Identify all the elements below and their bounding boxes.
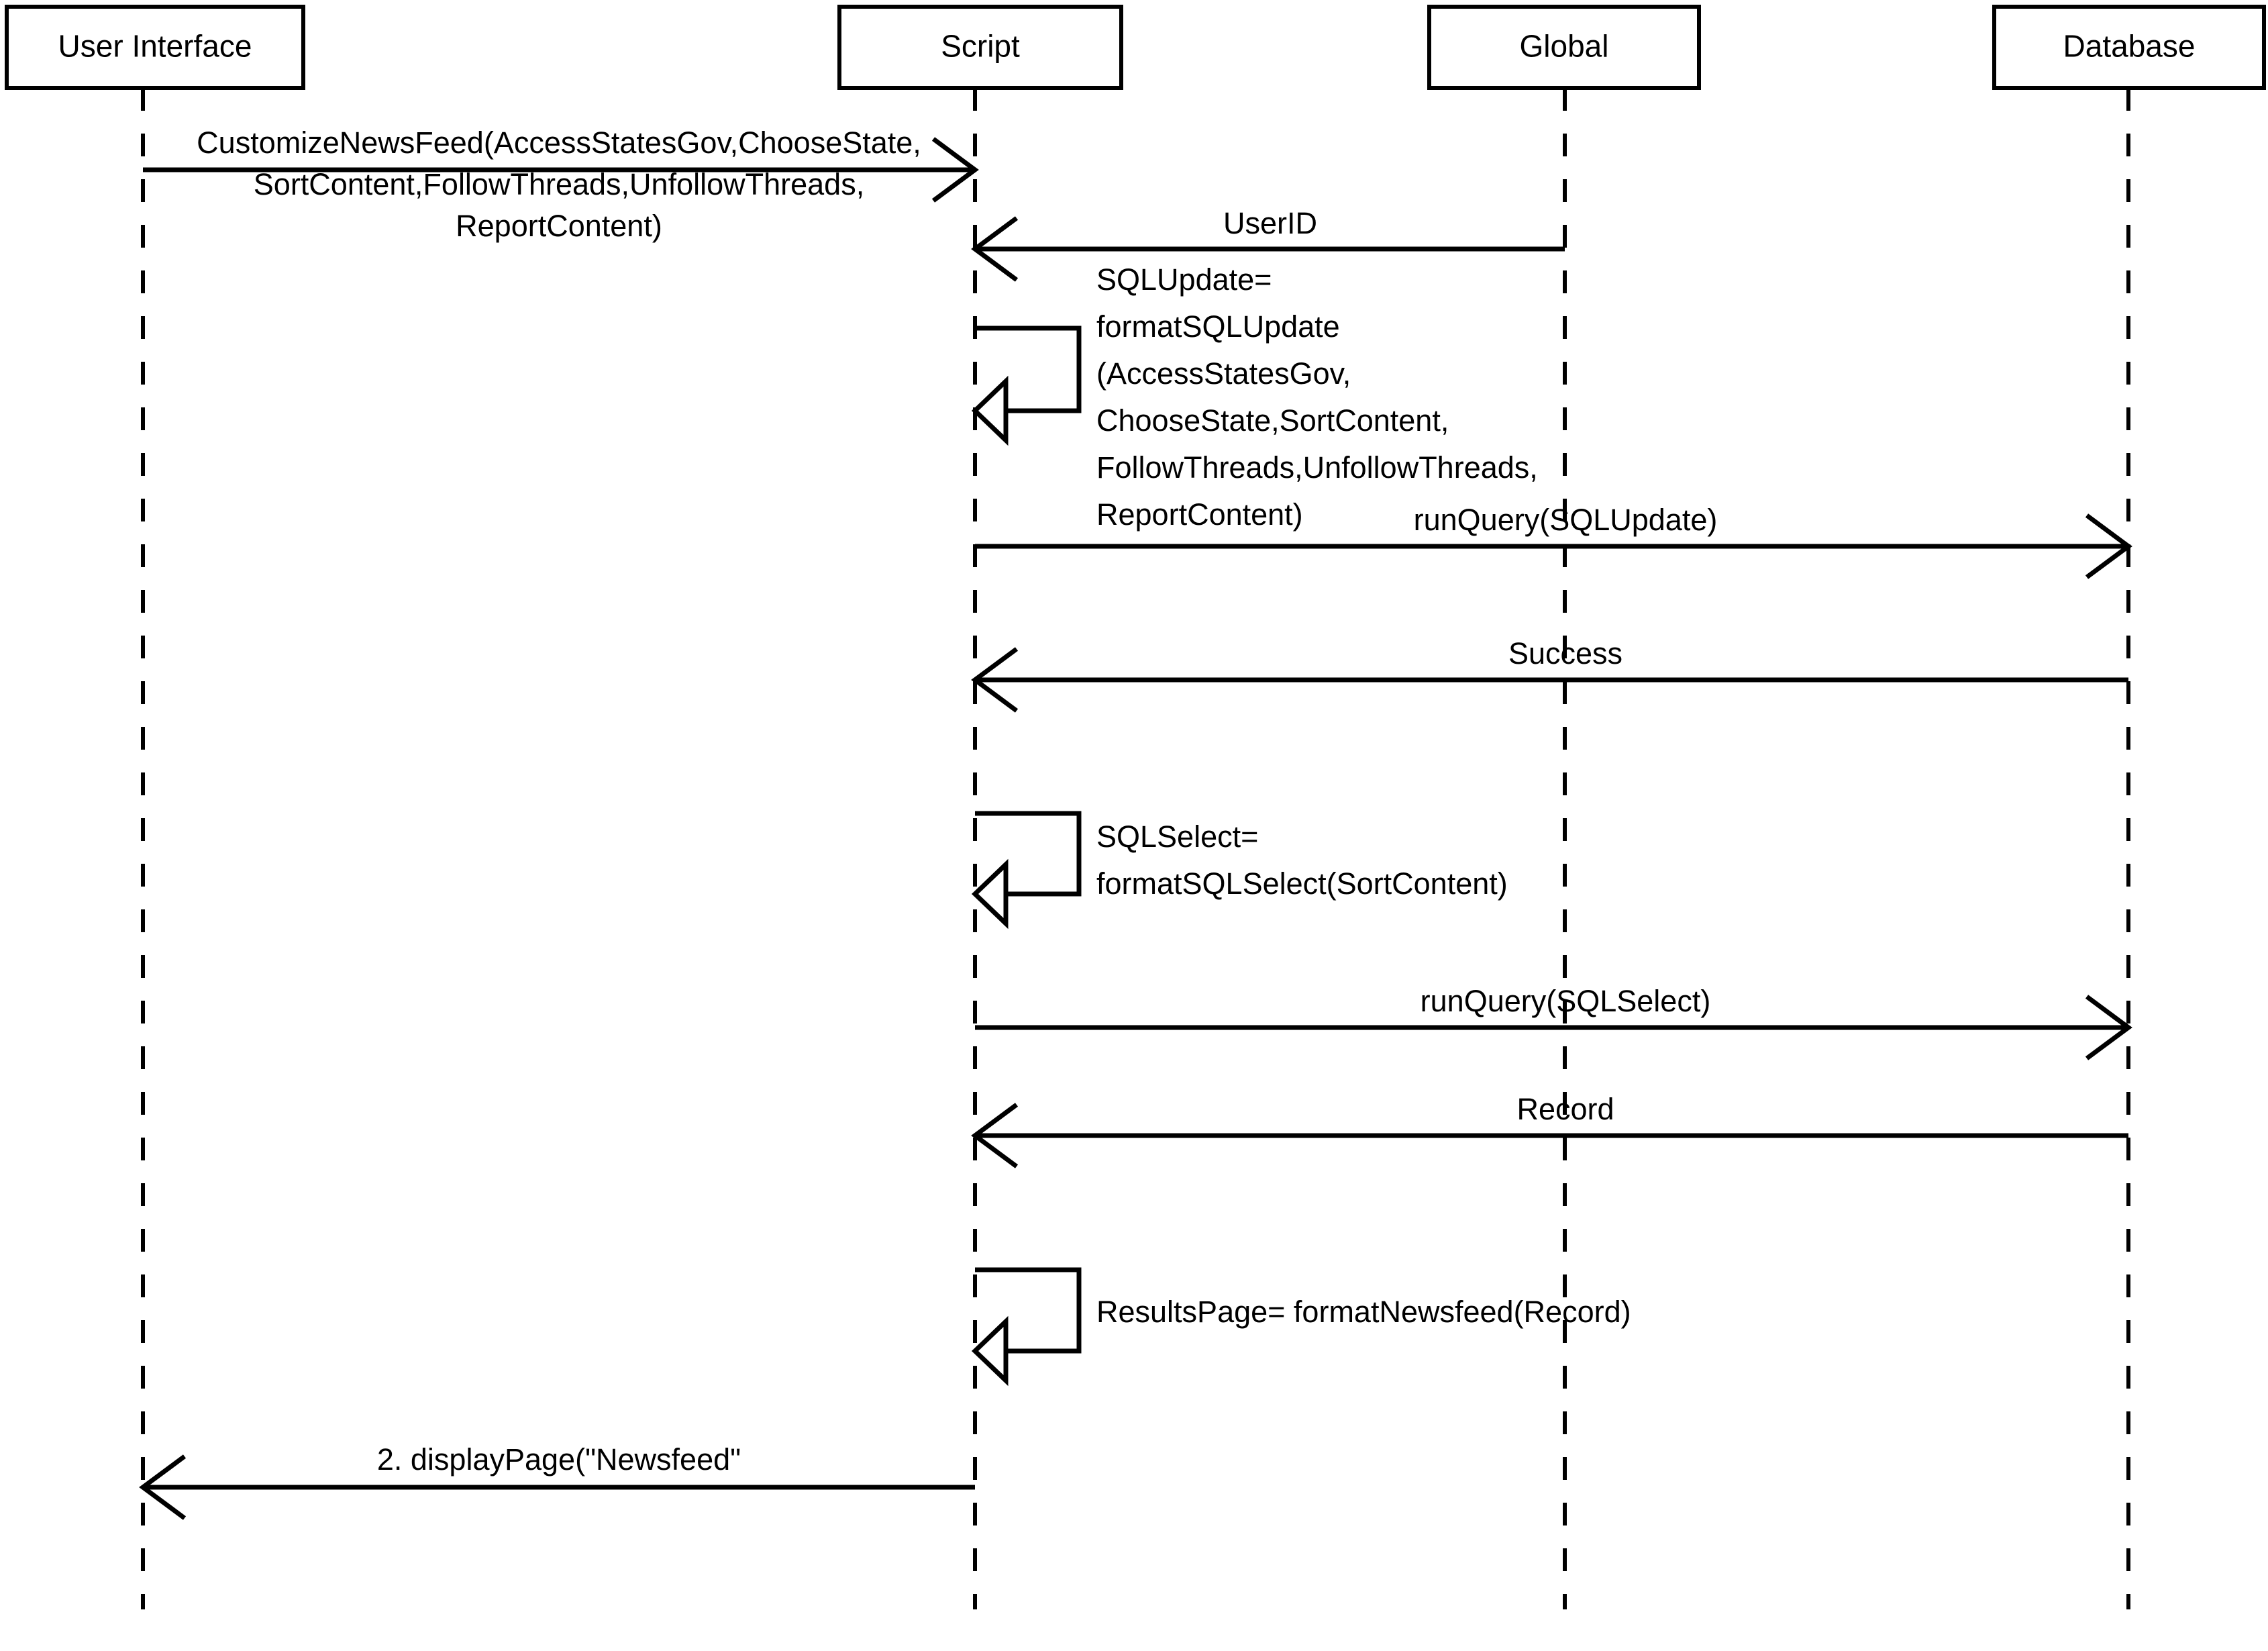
message-label-m1-line-3: ReportContent): [456, 209, 662, 243]
self-call-arrowhead-m6: [971, 858, 1009, 930]
message-m5[interactable]: Success: [971, 636, 2128, 713]
self-call-loop-m9[interactable]: [975, 1267, 1082, 1354]
lifeline-label-script: Script: [941, 29, 1020, 64]
lifeline-global: Global: [1427, 5, 1701, 1609]
lifeline-label-ui: User Interface: [58, 29, 252, 64]
message-m7[interactable]: runQuery(SQLSelect): [975, 984, 2132, 1060]
message-arrowhead-m1: [931, 137, 979, 203]
message-label-m3-line-5: FollowThreads,UnfollowThreads,: [1096, 450, 1538, 485]
lifeline-label-global: Global: [1520, 29, 1609, 64]
message-label-m2-line-1: UserID: [1223, 206, 1317, 240]
message-m9[interactable]: ResultsPage= formatNewsfeed(Record): [971, 1267, 1631, 1387]
message-m2[interactable]: UserID: [971, 206, 1565, 282]
message-m10[interactable]: 2. displayPage("Newsfeed": [139, 1442, 975, 1520]
message-label-m6-line-2: formatSQLSelect(SortContent): [1096, 866, 1508, 901]
self-call-loop-m3[interactable]: [975, 326, 1082, 413]
message-label-m8-line-1: Record: [1516, 1092, 1614, 1126]
message-label-m3-line-2: formatSQLUpdate: [1096, 309, 1340, 344]
self-call-arrowhead-m9: [971, 1315, 1009, 1387]
lifeline-header-box-script[interactable]: [837, 5, 1123, 90]
self-call-loop-m6[interactable]: [975, 811, 1082, 897]
message-arrowhead-m5: [971, 647, 1019, 713]
message-m8[interactable]: Record: [971, 1092, 2128, 1168]
messages-layer: CustomizeNewsFeed(AccessStatesGov,Choose…: [139, 126, 2132, 1520]
message-label-m1-line-1: CustomizeNewsFeed(AccessStatesGov,Choose…: [197, 126, 921, 160]
lifelines-layer: User Interface Script Global Database: [5, 5, 2266, 1609]
lifeline-label-database: Database: [2063, 29, 2196, 64]
message-label-m3-line-4: ChooseState,SortContent,: [1096, 403, 1449, 438]
lifeline-header-box-ui[interactable]: [5, 5, 305, 90]
message-m1[interactable]: CustomizeNewsFeed(AccessStatesGov,Choose…: [143, 126, 979, 243]
message-arrowhead-m10: [139, 1454, 187, 1520]
message-m6[interactable]: SQLSelect= formatSQLSelect(SortContent): [971, 811, 1508, 930]
lifeline-database: Database: [1992, 5, 2266, 1609]
message-label-m3-line-6: ReportContent): [1096, 497, 1303, 532]
message-label-m10-line-1: 2. displayPage("Newsfeed": [377, 1442, 741, 1477]
message-label-m9-line-1: ResultsPage= formatNewsfeed(Record): [1096, 1295, 1631, 1329]
message-arrowhead-m4: [2085, 513, 2132, 579]
message-label-m5-line-1: Success: [1508, 636, 1622, 670]
self-call-arrowhead-m3: [971, 375, 1009, 446]
message-m4[interactable]: runQuery(SQLUpdate): [975, 503, 2132, 579]
lifeline-header-box-global[interactable]: [1427, 5, 1701, 90]
message-label-m7-line-1: runQuery(SQLSelect): [1421, 984, 1711, 1018]
message-arrowhead-m7: [2085, 995, 2132, 1060]
message-m3[interactable]: SQLUpdate= formatSQLUpdate (AccessStatesGo…: [971, 262, 1538, 532]
message-label-m6-line-1: SQLSelect=: [1096, 819, 1258, 854]
message-label-m1-line-2: SortContent,FollowThreads,UnfollowThread…: [254, 167, 864, 201]
message-label-m4-line-1: runQuery(SQLUpdate): [1414, 503, 1718, 537]
lifeline-ui: User Interface: [5, 5, 305, 1609]
message-label-m3-line-1: SQLUpdate=: [1096, 262, 1272, 297]
lifeline-script: Script: [837, 5, 1123, 1609]
message-arrowhead-m8: [971, 1103, 1019, 1168]
message-label-m3-line-3: (AccessStatesGov,: [1096, 356, 1351, 391]
message-arrowhead-m2: [971, 216, 1019, 282]
